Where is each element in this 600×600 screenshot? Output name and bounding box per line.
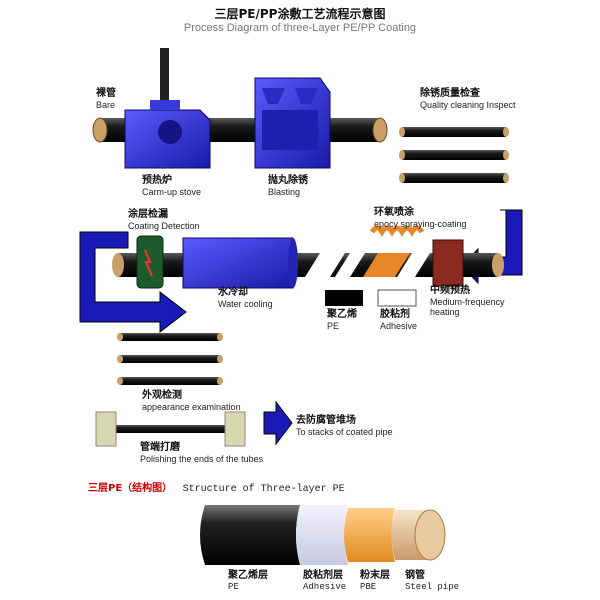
structure-title-zh: 三层PE（结构图） xyxy=(88,483,173,494)
polishing-pipe xyxy=(95,411,246,447)
adhesive-extruder-icon xyxy=(377,289,417,307)
flow-arrow-left-down xyxy=(79,231,187,334)
epoxy-spray-icon xyxy=(369,225,425,237)
inspection-pipes xyxy=(399,127,509,183)
title-zh: 三层PE/PP涂敷工艺流程示意图 xyxy=(214,7,386,21)
heater-icon xyxy=(432,239,464,287)
pe-extruder-icon xyxy=(325,290,363,306)
title-en: Process Diagram of three-Layer PE/PP Coa… xyxy=(183,21,417,34)
appearance-pipes xyxy=(117,333,223,385)
diagram-title: 三层PE/PP涂敷工艺流程示意图 Process Diagram of thre… xyxy=(0,7,600,34)
coating-detector-icon xyxy=(136,235,164,289)
preheat-stove-icon xyxy=(124,48,211,169)
blasting-machine-icon xyxy=(254,77,331,169)
structure-title-en: Structure of Three-layer PE xyxy=(182,484,345,495)
structure-title: 三层PE（结构图） Structure of Three-layer PE xyxy=(88,478,345,496)
flow-arrow-right xyxy=(263,400,293,446)
structure-pipe-illustration xyxy=(200,505,446,565)
water-cooling-tank-icon xyxy=(182,237,298,289)
